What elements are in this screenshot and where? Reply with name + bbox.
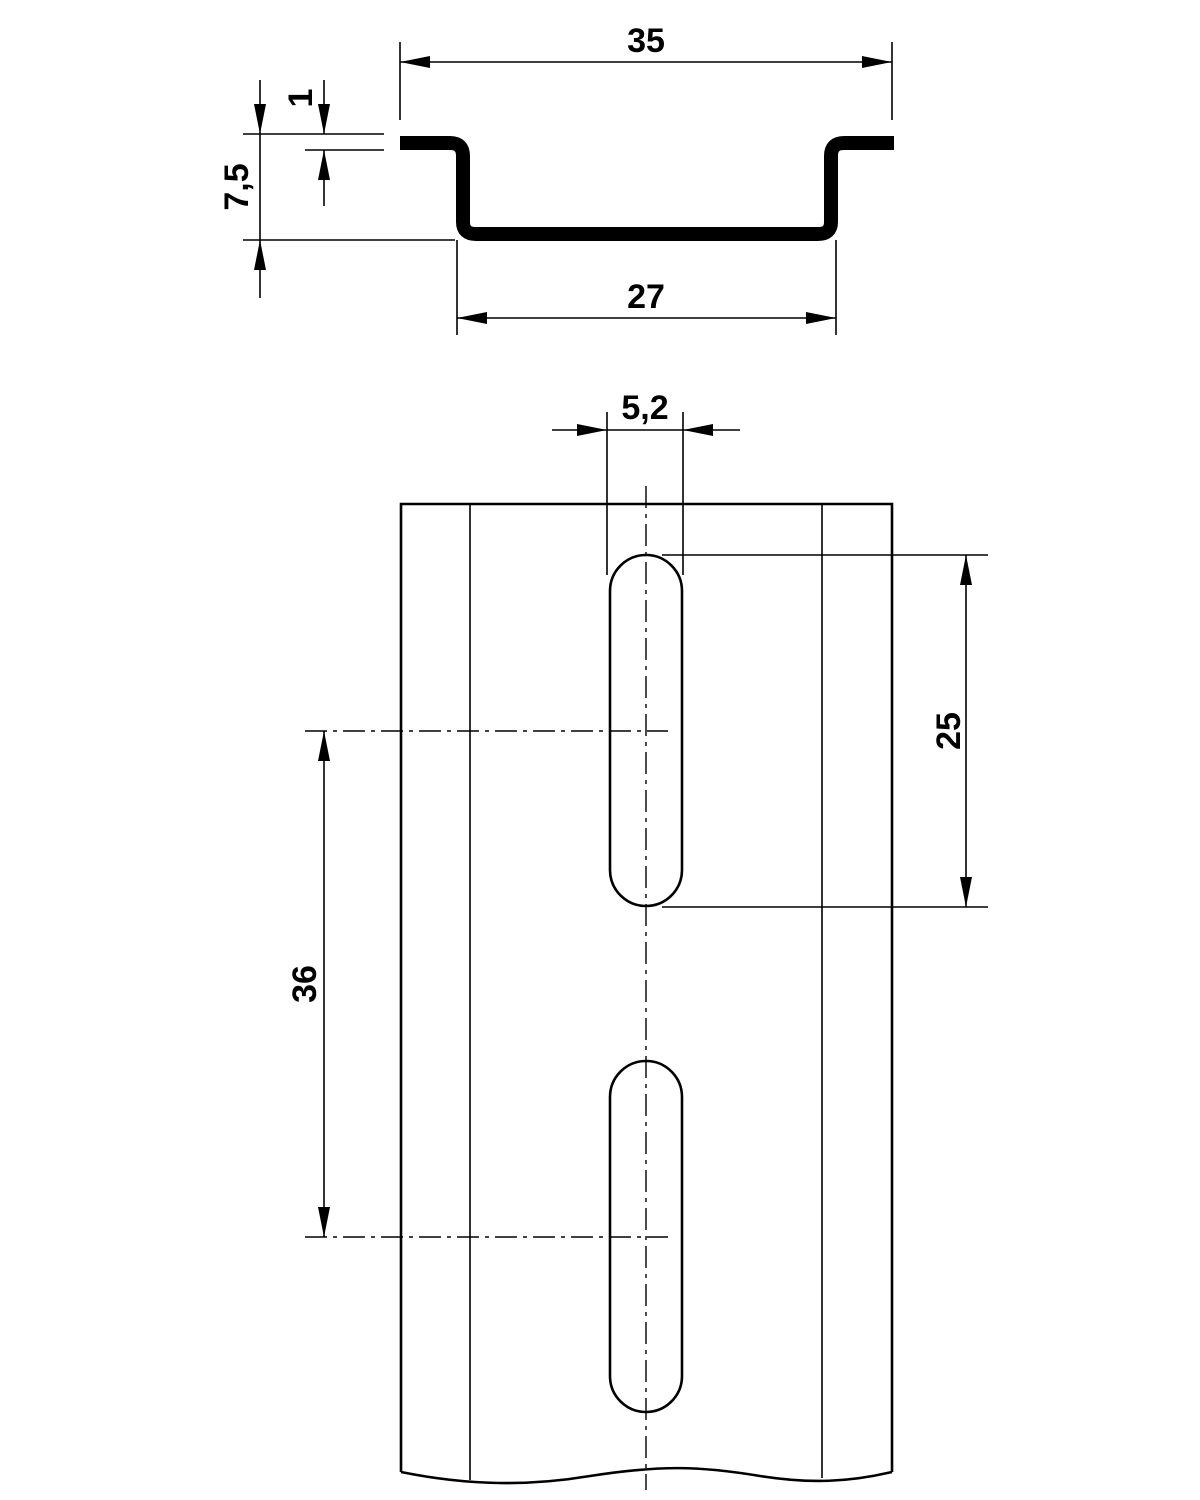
top-view: 5,2 25 36 <box>286 389 988 1490</box>
dimension-overall-width: 35 <box>399 22 893 120</box>
dimension-slot-length: 25 <box>662 554 988 908</box>
dimension-inner-width: 27 <box>456 240 837 335</box>
dimension-slot-width: 5,2 <box>552 389 740 575</box>
dim-label-inner-width: 27 <box>627 278 665 316</box>
rail-break-line <box>400 1466 893 1485</box>
dim-label-overall-width: 35 <box>627 22 665 60</box>
dim-label-height: 7,5 <box>218 163 256 210</box>
dimension-height: 7,5 <box>218 80 455 298</box>
dim-label-slot-width: 5,2 <box>621 389 668 427</box>
rail-profile-shape <box>400 136 894 241</box>
profile-view: 35 27 7,5 1 <box>218 22 894 335</box>
dimension-thickness: 1 <box>282 80 384 206</box>
dim-label-thickness: 1 <box>282 89 320 108</box>
dim-label-slot-length: 25 <box>930 712 968 750</box>
dimension-slot-pitch: 36 <box>286 731 330 1237</box>
dim-label-slot-pitch: 36 <box>286 965 324 1003</box>
